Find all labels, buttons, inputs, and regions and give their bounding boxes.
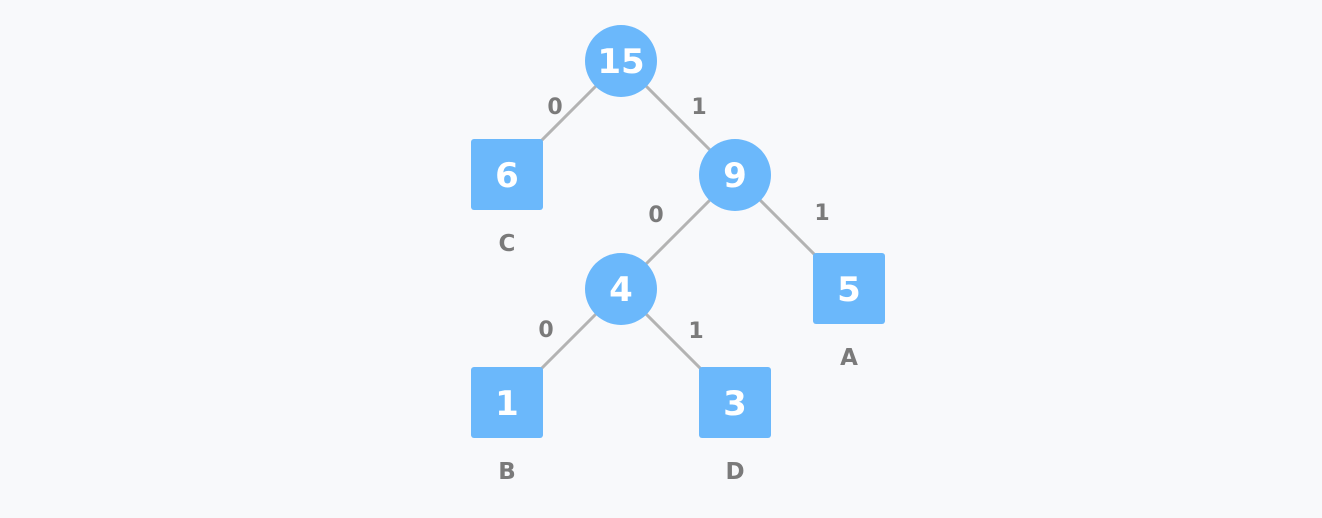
leaf-symbol: A [840,345,858,371]
node-value: 15 [597,42,644,82]
leaf-square [471,139,543,210]
node-value: 9 [723,156,747,196]
leaf-node-d: 3 D [699,367,771,485]
leaf-value: 6 [495,156,519,196]
node-circle [699,139,771,211]
leaf-node-b: 1 B [471,367,543,485]
leaf-node-c: 6 C [471,139,543,257]
leaf-value: 5 [837,270,861,310]
leaf-square [699,367,771,438]
internal-node-root: 15 [585,25,657,97]
node-circle [585,253,657,325]
edge-label-root-left: 0 [547,95,562,120]
leaf-symbol: C [499,231,516,257]
edge-label-4-left: 0 [538,318,553,343]
leaf-value: 3 [723,384,747,424]
edge-label-9-right: 1 [814,201,829,226]
node-value: 4 [609,270,633,310]
edge-labels: 0 1 0 1 0 1 [538,95,829,344]
leaf-symbol: D [725,459,744,485]
internal-node-4: 4 [585,253,657,325]
leaf-value: 1 [495,384,519,424]
leaf-symbol: B [498,459,516,485]
edge-label-root-right: 1 [691,95,706,120]
leaf-square [813,253,885,324]
internal-node-9: 9 [699,139,771,211]
node-circle [585,25,657,97]
edge-label-4-right: 1 [688,319,703,344]
edge-label-9-left: 0 [648,203,663,228]
leaf-square [471,367,543,438]
leaf-node-a: 5 A [813,253,885,371]
